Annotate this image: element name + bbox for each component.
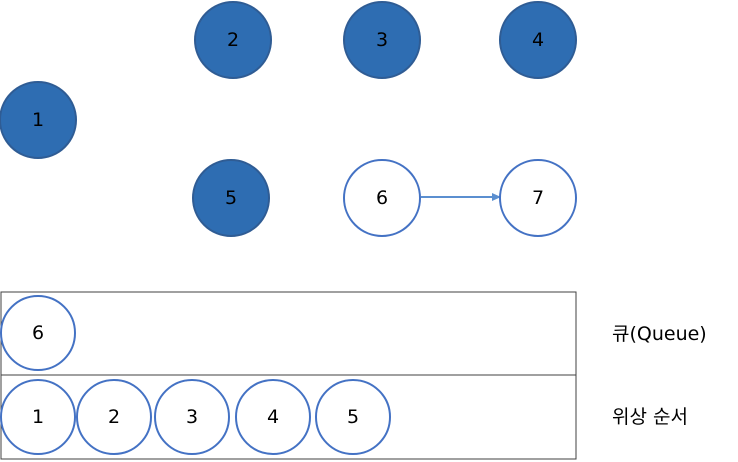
graph-node-1-label: 1 <box>32 109 44 131</box>
graph-node-6: 6 <box>343 159 421 237</box>
graph-node-2: 2 <box>194 1 272 79</box>
order-item: 5 <box>315 379 391 455</box>
queue-label: 큐(Queue) <box>612 323 707 345</box>
graph-node-7-label: 7 <box>532 187 544 209</box>
graph-node-3: 3 <box>343 1 421 79</box>
graph-node-5-label: 5 <box>225 187 237 209</box>
order-item-label: 2 <box>108 406 120 428</box>
graph-node-6-label: 6 <box>376 187 388 209</box>
order-item-label: 3 <box>186 406 198 428</box>
graph-node-7: 7 <box>499 159 577 237</box>
graph-node-4: 4 <box>499 1 577 79</box>
order-item: 3 <box>154 379 230 455</box>
order-item-label: 1 <box>32 406 44 428</box>
order-item-label: 5 <box>347 406 359 428</box>
order-item: 4 <box>235 379 311 455</box>
graph-node-2-label: 2 <box>227 29 239 51</box>
order-item: 1 <box>0 379 76 455</box>
order-item-label: 4 <box>267 406 279 428</box>
order-item: 2 <box>76 379 152 455</box>
graph-node-3-label: 3 <box>376 29 388 51</box>
graph-nodes: 1 2 3 4 5 6 7 <box>0 1 577 237</box>
graph-node-5: 5 <box>192 159 270 237</box>
graph-node-4-label: 4 <box>532 29 544 51</box>
queue-item: 6 <box>0 295 76 371</box>
queue-items: 6 <box>0 295 76 371</box>
topological-order-label: 위상 순서 <box>612 406 688 428</box>
queue-item-label: 6 <box>32 322 44 344</box>
graph-node-1: 1 <box>0 81 77 159</box>
topological-order-items: 1 2 3 4 5 <box>0 379 391 455</box>
queue-box <box>0 291 577 376</box>
